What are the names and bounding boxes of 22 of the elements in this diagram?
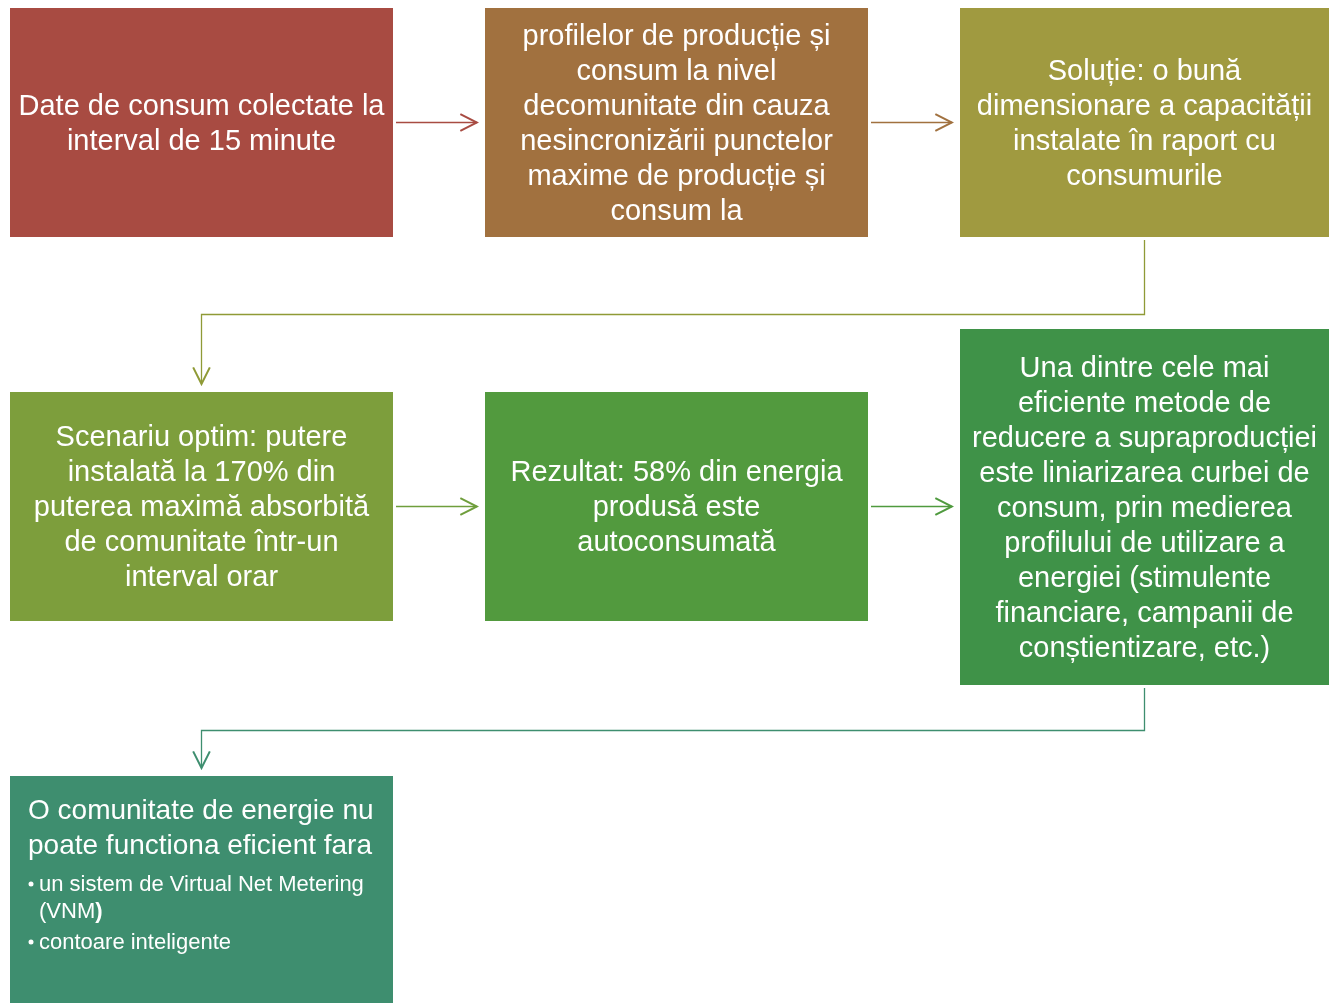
process-box (485, 8, 868, 237)
process-box (10, 776, 393, 1003)
process-box (960, 329, 1329, 685)
box-text: Date de consum colectate la interval de 15 minute (18, 87, 385, 158)
arrow (870, 113, 953, 132)
box-text: Scenariu optim: putere instalată la 170% din puterea maximă absorbită de comunitate într-un interval orar (32, 419, 371, 594)
process-box (960, 8, 1329, 237)
process-box (10, 8, 393, 237)
bullet-item: contoare inteligente (39, 928, 232, 955)
arrow (395, 113, 478, 132)
arrow (395, 497, 478, 516)
bullet-item: un sistem de Virtual Net Metering (VNM) (39, 870, 365, 924)
box-heading: O comunitate de energie nu poate functiona eficient fara (28, 793, 375, 862)
box-text: profilelor de producție și consum la nivel decomunitate din cauza nesincronizării punctelor maxime de producție și consum la (519, 17, 834, 228)
process-box (485, 392, 868, 621)
box-text: Soluție: o bună dimensionare a capacității instalate în raport cu consumurile (975, 52, 1314, 193)
arrow (192, 687, 1146, 769)
process-box (10, 392, 393, 621)
arrow (870, 497, 953, 516)
box-text: Rezultat: 58% din energia produsă este autoconsumată (509, 454, 844, 559)
arrow (192, 239, 1146, 385)
box-text: Una dintre cele mai eficiente metode de reducere a supraproducției este liniarizarea curbei de consum, prin medierea profilului de utilizare a energiei (stimulente financiare, campanii de conștientizare, etc.) (971, 349, 1318, 665)
